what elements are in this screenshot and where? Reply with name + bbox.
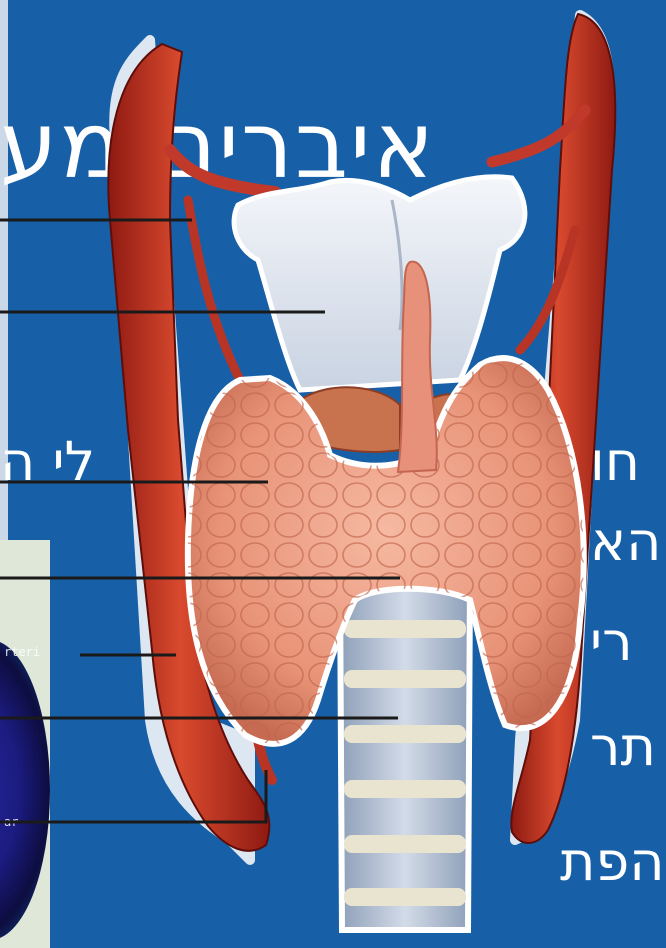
left-superior-thyroid-artery	[170, 150, 275, 192]
trachea	[340, 580, 470, 930]
thyroid-cartilage	[234, 177, 525, 390]
